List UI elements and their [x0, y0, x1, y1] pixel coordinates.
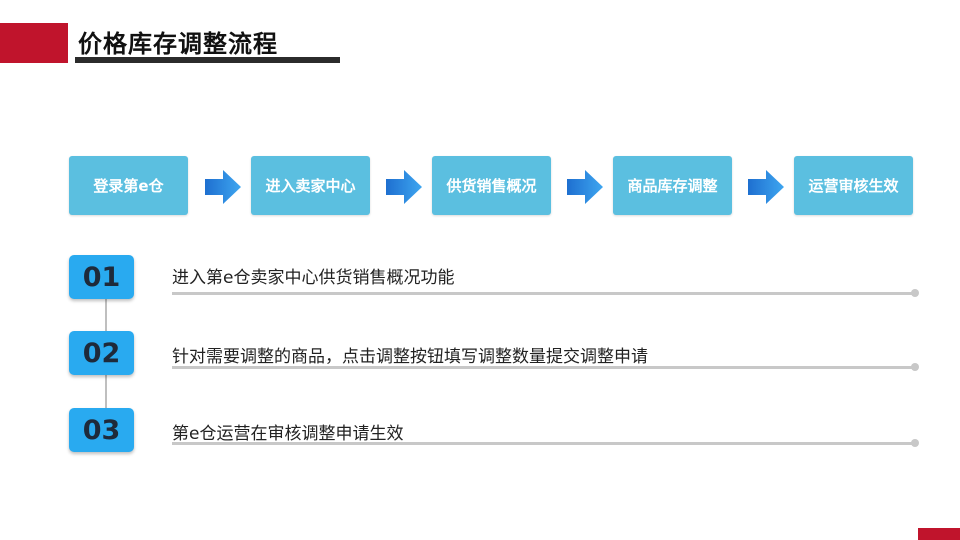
flow-step-2: 进入卖家中心	[251, 156, 370, 215]
timeline-connector	[105, 375, 107, 408]
right-arrow-icon	[748, 170, 784, 204]
title-underline	[75, 57, 340, 63]
page-title: 价格库存调整流程	[78, 30, 278, 58]
flow-step-1: 登录第e仓	[69, 156, 188, 215]
divider-end-dot	[911, 289, 919, 297]
title-accent-bar	[0, 23, 68, 63]
flow-step-5: 运营审核生效	[794, 156, 913, 215]
corner-accent	[918, 528, 960, 540]
step-divider-line	[172, 442, 914, 445]
step-divider-line	[172, 366, 914, 369]
step-description: 第e仓运营在审核调整申请生效	[172, 424, 404, 444]
flow-step-4: 商品库存调整	[613, 156, 732, 215]
step-number-badge: 01	[69, 255, 134, 299]
flow-step-3: 供货销售概况	[432, 156, 551, 215]
step-divider-line	[172, 292, 914, 295]
step-number-badge: 03	[69, 408, 134, 452]
right-arrow-icon	[205, 170, 241, 204]
step-description: 针对需要调整的商品，点击调整按钮填写调整数量提交调整申请	[172, 347, 648, 367]
divider-end-dot	[911, 363, 919, 371]
divider-end-dot	[911, 439, 919, 447]
timeline-connector	[105, 299, 107, 332]
step-number-badge: 02	[69, 331, 134, 375]
right-arrow-icon	[567, 170, 603, 204]
right-arrow-icon	[386, 170, 422, 204]
step-description: 进入第e仓卖家中心供货销售概况功能	[172, 268, 455, 288]
